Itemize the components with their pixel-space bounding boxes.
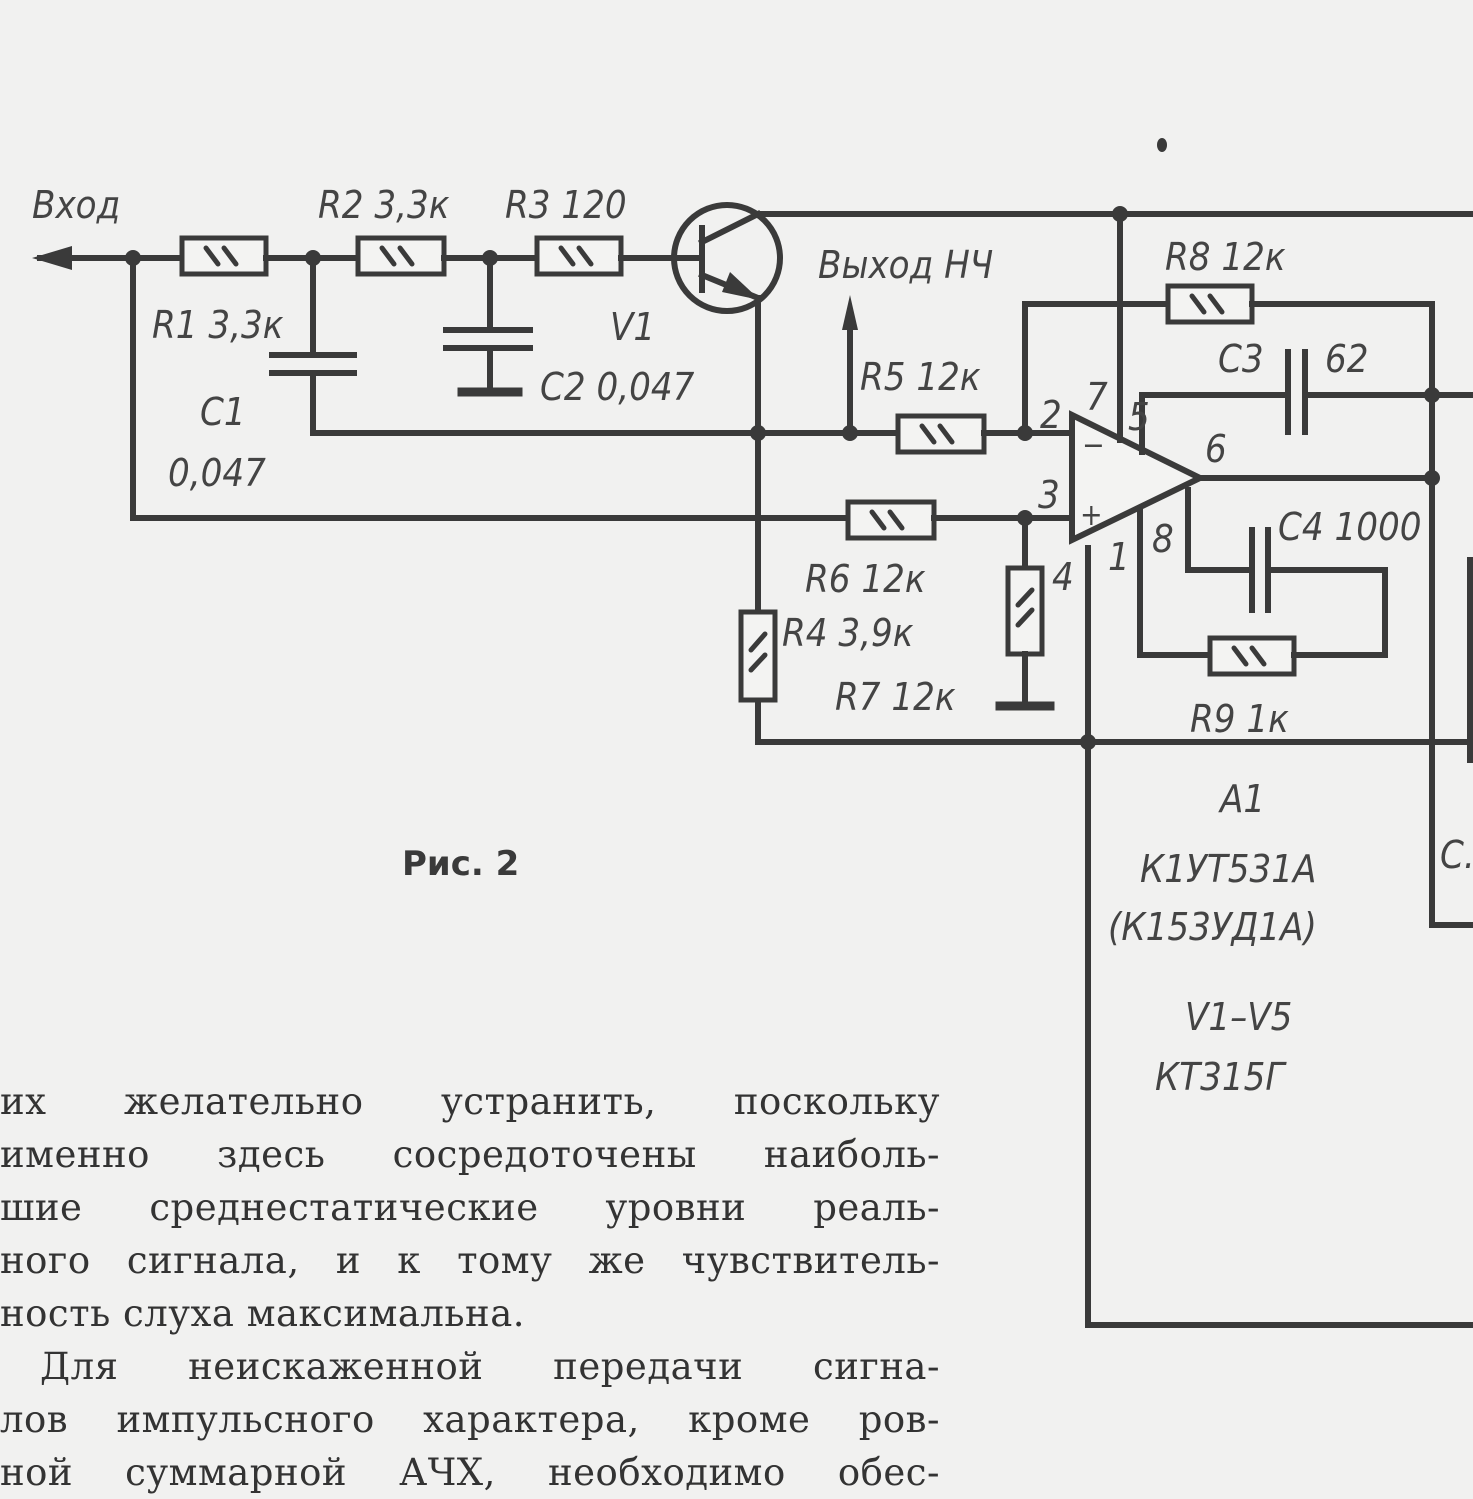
c2-label: C2 0,047 <box>540 365 695 409</box>
resistor-r3 <box>534 235 624 277</box>
resistor-r5 <box>895 413 987 455</box>
c1-name-label: C1 <box>200 390 246 434</box>
r5-label: R5 12к <box>860 355 981 399</box>
r8-label: R8 12к <box>1165 235 1286 279</box>
c1-value-label: 0,047 <box>168 451 266 495</box>
input-label: Вход <box>32 183 120 227</box>
resistor-r9 <box>1207 635 1297 677</box>
resistor-r7 <box>1005 565 1045 657</box>
pin-5-label: 5 <box>1128 395 1150 439</box>
v-type-label: КТ315Г <box>1155 1055 1287 1099</box>
transistor-v1 <box>671 202 783 314</box>
pin-plus: + <box>1080 498 1103 533</box>
emitter-arrow-icon <box>722 272 760 300</box>
resistor-r2 <box>355 235 447 277</box>
r7-label: R7 12к <box>835 675 956 719</box>
resistor-r1 <box>179 235 269 277</box>
article-line: ность слуха максимальна. <box>0 1292 526 1335</box>
r4-label: R4 3,9к <box>782 611 914 655</box>
r2-label: R2 3,3к <box>318 183 450 227</box>
pin-3-label: 3 <box>1038 473 1060 517</box>
v1-label: V1 <box>610 305 655 349</box>
pin-2-label: 2 <box>1040 393 1062 437</box>
output-arrow-icon <box>842 295 858 330</box>
resistor-r6 <box>845 499 937 541</box>
article-line: именно здесь сосредоточены наиболь- <box>0 1133 940 1176</box>
v-range-label: V1–V5 <box>1185 995 1292 1039</box>
article-line: лов импульсного характера, кроме ров- <box>0 1398 940 1441</box>
junction-dot <box>842 425 858 441</box>
c3-name-label: C3 <box>1218 337 1264 381</box>
pin-minus: − <box>1082 428 1105 463</box>
pin-7-label: 7 <box>1086 375 1108 419</box>
r1-label: R1 3,3к <box>152 303 284 347</box>
figure-caption: Рис. 2 <box>402 844 519 884</box>
a1-type-label: К1УТ531А <box>1140 847 1316 891</box>
article-line: Для неискаженной передачи сигна- <box>40 1345 940 1388</box>
a1-alt-label: (К153УД1А) <box>1108 905 1317 949</box>
pin-4-label: 4 <box>1052 555 1074 599</box>
input-terminal <box>32 246 185 270</box>
input-arrow-icon <box>32 246 72 270</box>
pin-8-label: 8 <box>1152 517 1174 561</box>
output-label: Выход НЧ <box>818 243 993 287</box>
c3-value-label: 62 <box>1325 337 1369 381</box>
r3-label: R3 120 <box>505 183 627 227</box>
c4-label: C4 1000 <box>1278 505 1421 549</box>
article-line: их желательно устранить, поскольку <box>0 1080 940 1123</box>
r6-label: R6 12к <box>805 557 926 601</box>
article-line: ного сигнала, и к тому же чувствитель- <box>0 1239 940 1282</box>
resistor-r8 <box>1165 283 1255 325</box>
r9-label: R9 1к <box>1190 697 1289 741</box>
cut-off-label: C. <box>1440 833 1473 877</box>
resistor-r4 <box>738 609 778 703</box>
pin-1-label: 1 <box>1108 535 1130 579</box>
article-line: шие среднестатические уровни реаль- <box>0 1186 940 1229</box>
op-amp-a1: − + <box>1069 410 1207 545</box>
article-text: их желательно устранить, поскольку именн… <box>0 1075 940 1499</box>
article-line: ной суммарной АЧХ, необходимо обес- <box>0 1451 940 1494</box>
pin-6-label: 6 <box>1205 427 1227 471</box>
a1-ref-label: A1 <box>1218 777 1265 821</box>
print-speck <box>1157 138 1167 152</box>
junction-dot <box>1424 387 1440 403</box>
junction-dot <box>750 425 766 441</box>
